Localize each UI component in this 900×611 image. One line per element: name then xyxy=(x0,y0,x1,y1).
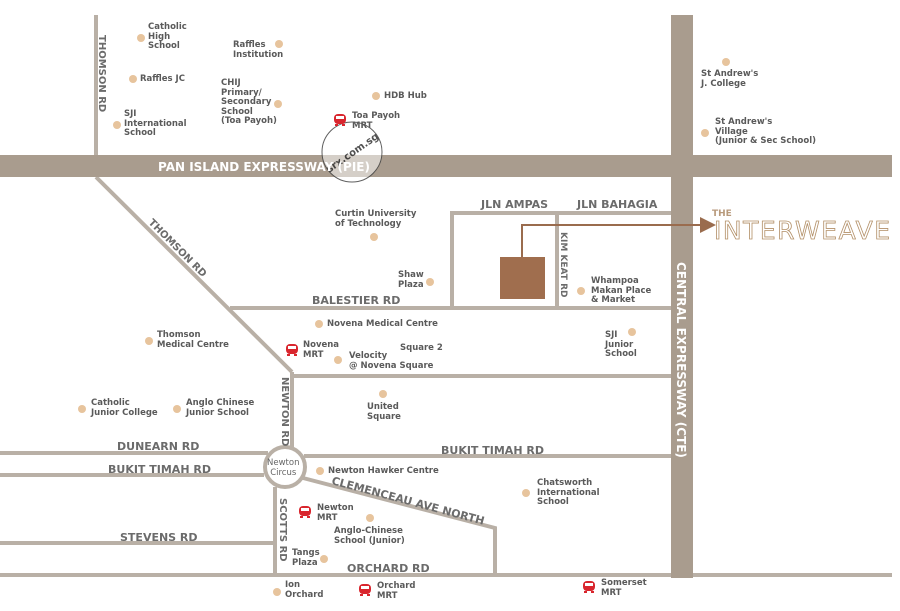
poi-chatsworth[interactable]: Chatsworth International School xyxy=(537,478,600,507)
poi-raffles-jc[interactable]: Raffles JC xyxy=(140,74,185,84)
the-interweave-site[interactable] xyxy=(500,257,545,299)
bukit-timah-rd-right-label: BUKIT TIMAH RD xyxy=(441,444,544,457)
poi-dot-icon xyxy=(316,467,324,475)
mrt-somerset[interactable]: Somerset MRT xyxy=(601,578,647,598)
mrt-train-icon xyxy=(299,506,311,518)
newton-circus-ring xyxy=(263,445,307,489)
poi-whampoa[interactable]: Whampoa Makan Place & Market xyxy=(591,276,652,305)
pie-expressway xyxy=(0,155,892,177)
mrt-train-icon xyxy=(286,344,298,356)
poi-dot-icon xyxy=(320,555,328,563)
poi-dot-icon xyxy=(275,40,283,48)
bukit-timah-rd-left-label: BUKIT TIMAH RD xyxy=(108,463,211,476)
jln-ampas-road xyxy=(450,211,671,308)
poi-thomson-medical[interactable]: Thomson Medical Centre xyxy=(157,330,229,350)
poi-dot-icon xyxy=(145,337,153,345)
logo-interweave: INTERWEAVE xyxy=(714,216,890,245)
poi-tangs-plaza[interactable]: Tangs Plaza xyxy=(292,548,320,568)
poi-st-andrews-jc[interactable]: St Andrew's J. College xyxy=(701,69,759,89)
poi-dot-icon xyxy=(366,514,374,522)
mrt-train-icon xyxy=(334,114,346,126)
poi-dot-icon xyxy=(379,390,387,398)
watermark: srx.com.sg xyxy=(321,121,383,183)
logo-the: THE xyxy=(712,209,732,219)
poi-dot-icon xyxy=(137,34,145,42)
poi-acs-junior[interactable]: Anglo-Chinese School (Junior) xyxy=(334,526,405,546)
poi-dot-icon xyxy=(370,233,378,241)
poi-square-2[interactable]: Square 2 xyxy=(400,343,443,353)
poi-dot-icon xyxy=(426,278,434,286)
poi-curtin[interactable]: Curtin University of Technology xyxy=(335,209,417,229)
stevens-rd-label: STEVENS RD xyxy=(120,531,198,544)
poi-catholic-jc[interactable]: Catholic Junior College xyxy=(91,398,158,418)
poi-dot-icon xyxy=(334,356,342,364)
poi-sji-junior[interactable]: SJI Junior School xyxy=(605,330,637,359)
poi-catholic-high[interactable]: Catholic High School xyxy=(148,22,187,51)
poi-chij[interactable]: CHIJ Primary/ Secondary School (Toa Payo… xyxy=(221,78,277,126)
jln-bahagia-label: JLN BAHAGIA xyxy=(576,198,658,211)
poi-dot-icon xyxy=(78,405,86,413)
poi-raffles-institution[interactable]: Raffles Institution xyxy=(233,40,284,60)
poi-ion-orchard[interactable]: Ion Orchard xyxy=(285,580,324,600)
mrt-train-icon xyxy=(359,584,371,596)
poi-dot-icon xyxy=(113,121,121,129)
poi-dot-icon xyxy=(722,58,730,66)
poi-dot-icon xyxy=(173,405,181,413)
newton-circus-label: Newton Circus xyxy=(267,458,300,478)
poi-velocity[interactable]: Velocity @ Novena Square xyxy=(349,351,434,371)
clemenceau-ave-north xyxy=(302,476,497,575)
poi-acjs[interactable]: Anglo Chinese Junior School xyxy=(186,398,255,418)
poi-dot-icon xyxy=(522,489,530,497)
pie-label: PAN ISLAND EXPRESSWAY (PIE) xyxy=(158,160,370,174)
poi-united-square[interactable]: United Square xyxy=(367,402,401,422)
cte-label: CENTRAL EXPRESSWAY (CTE) xyxy=(674,262,688,458)
poi-dot-icon xyxy=(577,287,585,295)
poi-dot-icon xyxy=(701,129,709,137)
poi-dot-icon xyxy=(274,100,282,108)
poi-novena-medical[interactable]: Novena Medical Centre xyxy=(327,319,438,329)
site-pointer-arrow xyxy=(521,217,716,257)
thomson-rd-top-label: THOMSON RD xyxy=(96,35,107,112)
newton-rd-label: NEWTON RD xyxy=(279,377,290,446)
poi-shaw-plaza[interactable]: Shaw Plaza xyxy=(398,270,424,290)
thomson-rd-diagonal xyxy=(94,175,294,374)
poi-dot-icon xyxy=(129,75,137,83)
poi-sji-international[interactable]: SJI International School xyxy=(124,109,187,138)
poi-st-andrews-village[interactable]: St Andrew's Village (Junior & Sec School… xyxy=(715,117,816,146)
poi-dot-icon xyxy=(628,328,636,336)
kim-keat-rd-label: KIM KEAT RD xyxy=(558,232,568,297)
poi-dot-icon xyxy=(273,588,281,596)
mrt-novena[interactable]: Novena MRT xyxy=(303,340,340,360)
mrt-train-icon xyxy=(583,581,595,593)
poi-dot-icon xyxy=(315,320,323,328)
thomson-rd-diag-label: THOMSON RD xyxy=(146,217,208,279)
poi-newton-hawker[interactable]: Newton Hawker Centre xyxy=(328,466,439,476)
orchard-rd-label: ORCHARD RD xyxy=(347,562,430,575)
mrt-orchard[interactable]: Orchard MRT xyxy=(377,581,416,601)
jln-ampas-label: JLN AMPAS xyxy=(480,198,548,211)
mrt-newton[interactable]: Newton MRT xyxy=(317,503,354,523)
cte-expressway xyxy=(671,15,693,578)
poi-dot-icon xyxy=(372,92,380,100)
balestier-rd-label: BALESTIER RD xyxy=(312,294,400,307)
mrt-toa-payoh[interactable]: Toa Payoh MRT xyxy=(352,111,401,131)
scotts-rd-label: SCOTTS RD xyxy=(277,498,288,562)
dunearn-rd-label: DUNEARN RD xyxy=(117,440,199,453)
poi-hdb-hub[interactable]: HDB Hub xyxy=(384,91,427,101)
